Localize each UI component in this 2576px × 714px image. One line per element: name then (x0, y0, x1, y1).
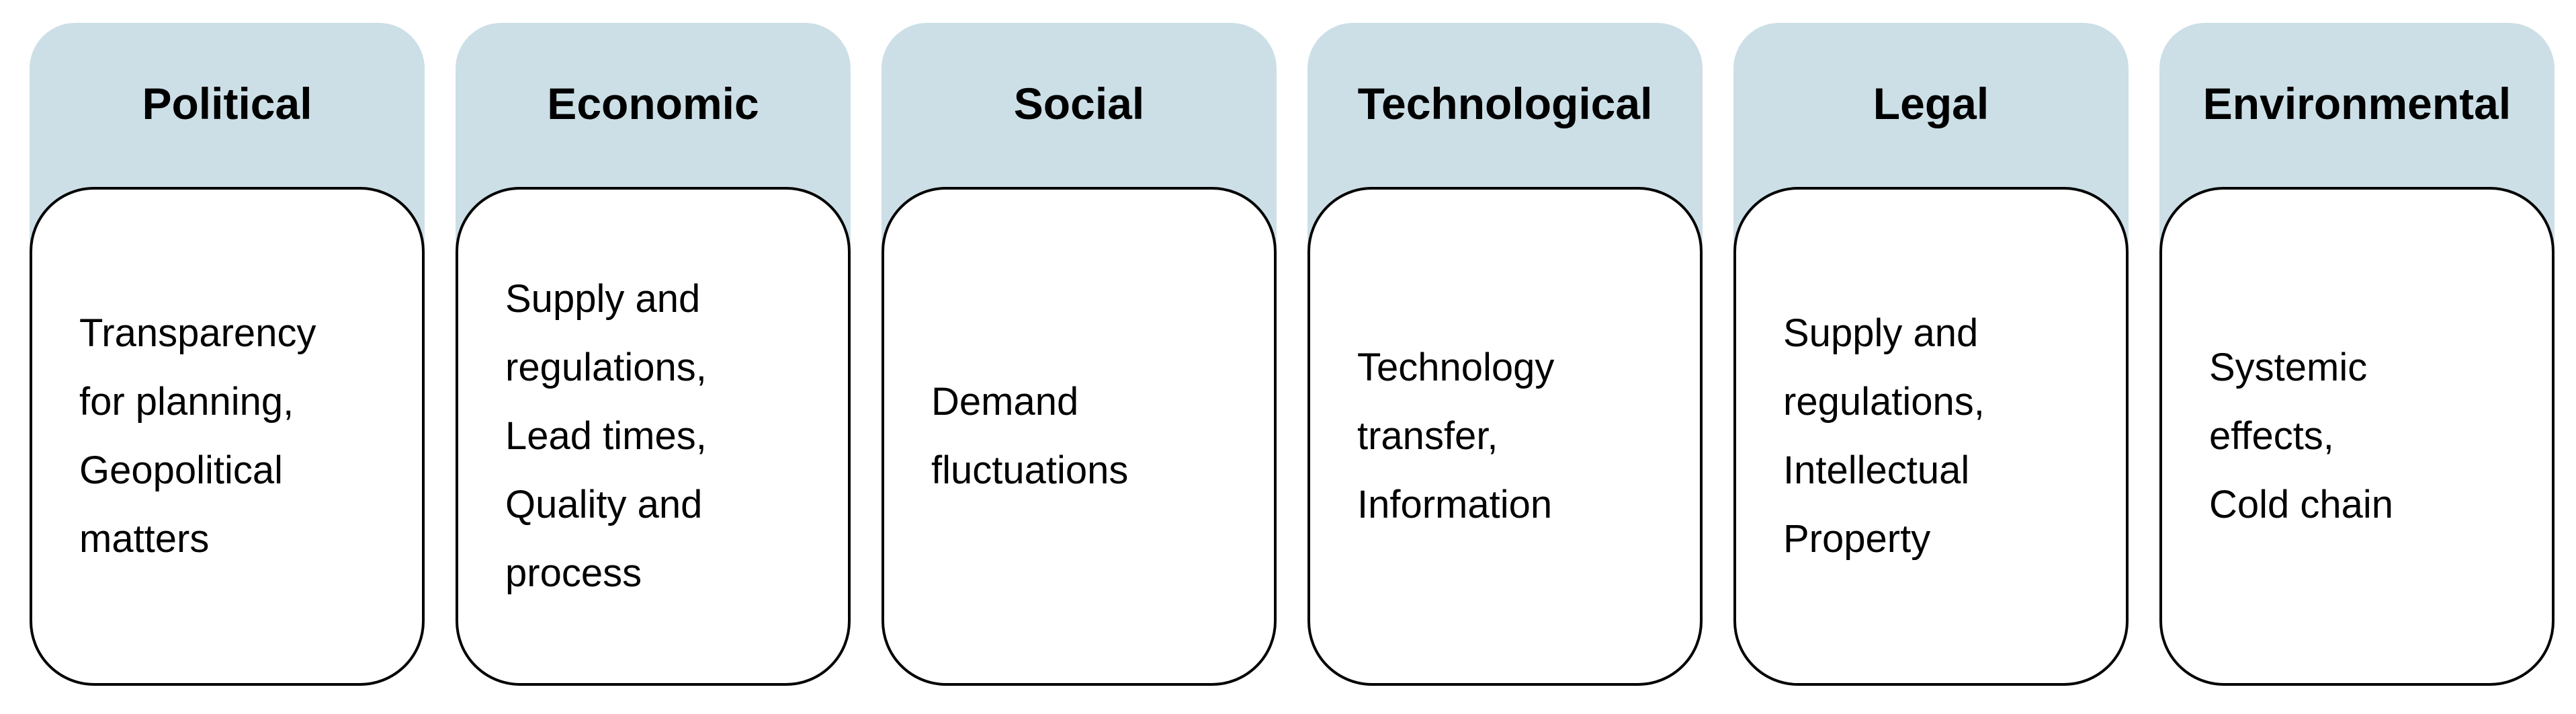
column-content: Transparency for planning, Geopolitical … (79, 190, 402, 683)
column-title: Technological (1357, 79, 1653, 128)
column-political: Political Transparency for planning, Geo… (30, 23, 425, 686)
content-line: for planning, (79, 380, 294, 424)
column-title: Social (1013, 79, 1145, 128)
content-line: transfer, (1357, 414, 1498, 458)
content-line: fluctuations (931, 448, 1129, 492)
column-content-box: Systemic effects, Cold chain (2159, 187, 2554, 686)
content-line: Geopolitical (79, 448, 284, 492)
column-social: Social Demand fluctuations (882, 23, 1277, 686)
content-line: Demand (931, 380, 1079, 424)
column-title: Economic (547, 79, 759, 128)
content-line: Information (1357, 483, 1553, 526)
column-content: Supply and regulations, Lead times, Qual… (505, 190, 828, 683)
content-line: Supply and (1783, 311, 1979, 355)
column-content: Demand fluctuations (931, 190, 1254, 683)
column-technological: Technological Technology transfer, Infor… (1307, 23, 1703, 686)
column-content-box: Supply and regulations, Intellectual Pro… (1733, 187, 2129, 686)
content-line: Quality and (505, 483, 703, 526)
content-line: effects, (2209, 414, 2334, 458)
column-content-box: Supply and regulations, Lead times, Qual… (456, 187, 851, 686)
content-line: matters (79, 517, 210, 561)
column-content-box: Demand fluctuations (882, 187, 1277, 686)
column-economic: Economic Supply and regulations, Lead ti… (456, 23, 851, 686)
column-content: Systemic effects, Cold chain (2209, 190, 2532, 683)
content-line: Supply and (505, 277, 701, 321)
content-line: Systemic (2209, 346, 2368, 389)
content-line: regulations, (505, 346, 707, 389)
content-line: regulations, (1783, 380, 1985, 424)
column-content: Technology transfer, Information (1357, 190, 1680, 683)
content-line: Lead times, (505, 414, 707, 458)
column-title: Legal (1873, 79, 1989, 128)
content-line: process (505, 551, 642, 595)
content-line: Property (1783, 517, 1931, 561)
content-line: Cold chain (2209, 483, 2394, 526)
column-content-box: Technology transfer, Information (1307, 187, 1703, 686)
content-line: Technology (1357, 346, 1555, 389)
column-content: Supply and regulations, Intellectual Pro… (1783, 190, 2106, 683)
column-title: Environmental (2202, 79, 2511, 128)
column-title: Political (142, 79, 312, 128)
column-content-box: Transparency for planning, Geopolitical … (30, 187, 425, 686)
content-line: Transparency (79, 311, 316, 355)
column-environmental: Environmental Systemic effects, Cold cha… (2159, 23, 2554, 686)
column-legal: Legal Supply and regulations, Intellectu… (1733, 23, 2129, 686)
content-line: Intellectual (1783, 448, 1970, 492)
